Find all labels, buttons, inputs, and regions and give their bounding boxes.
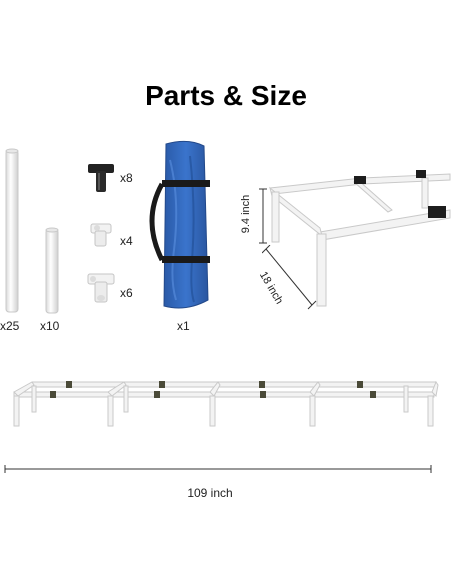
width-dimension-line [262, 245, 318, 311]
length-dimension-line [4, 464, 432, 474]
short-pipe-count: x10 [40, 319, 60, 333]
short-pipe-image [44, 227, 60, 315]
long-pipe-image [4, 148, 20, 314]
length-dimension-label: 109 inch [187, 486, 233, 500]
height-dimension-line [258, 188, 268, 244]
page-title: Parts & Size [145, 80, 307, 111]
carry-bag-image [140, 140, 214, 316]
white-tee-connector-image [86, 272, 116, 306]
elbow-connector-image [89, 222, 113, 248]
black-tee-connector-image [86, 162, 116, 194]
elbow-count: x4 [120, 234, 133, 248]
full-frame-image [4, 376, 450, 430]
long-pipe-count: x25 [0, 319, 20, 333]
white-tee-count: x6 [120, 286, 133, 300]
carry-bag-count: x1 [177, 319, 190, 333]
black-tee-count: x8 [120, 171, 133, 185]
frame-module-image [262, 166, 452, 308]
height-dimension-label: 9.4 inch [240, 194, 252, 234]
